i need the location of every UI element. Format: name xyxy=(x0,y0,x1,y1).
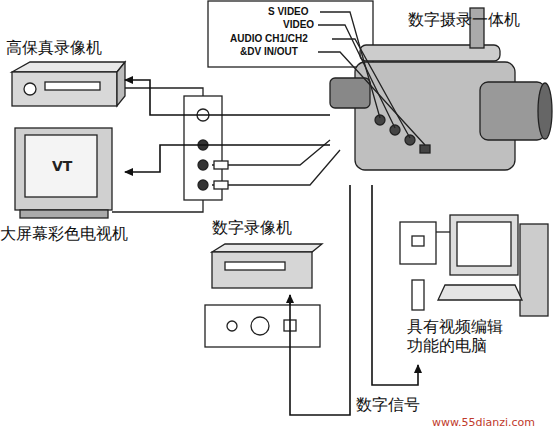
callout-frame xyxy=(208,1,373,67)
signal-cable xyxy=(125,80,330,115)
dvcr-body xyxy=(212,252,312,288)
tv-body xyxy=(15,128,112,210)
dvcr-top xyxy=(212,244,322,252)
dvcr-slot xyxy=(225,262,285,270)
node-label: VIDEO xyxy=(283,19,314,31)
leader-line xyxy=(332,39,410,138)
screen-text: VT xyxy=(52,158,72,174)
node-label: 高保真录像机 xyxy=(6,38,102,57)
dv-jack xyxy=(284,320,296,331)
node-label: S VIDEO xyxy=(268,6,309,18)
keyboard xyxy=(438,285,522,300)
hifi-vcr: 高保真录像机 xyxy=(0,38,125,110)
color-tv: 大屏幕彩色电视机 xyxy=(0,122,125,246)
pc-tower xyxy=(520,224,548,316)
viewfinder xyxy=(330,78,370,108)
digital-vcr: 数字录像机 xyxy=(200,218,330,295)
camcorder-lens xyxy=(480,82,545,140)
node-label: &DV IN/OUT xyxy=(240,46,298,58)
svideo-jack xyxy=(251,317,269,335)
svideo-jack xyxy=(197,109,209,121)
lens-front xyxy=(538,83,552,139)
tv-screen xyxy=(25,135,97,197)
camcorder-jack xyxy=(390,125,400,135)
node-label: 大屏幕彩色电视机 xyxy=(0,224,128,243)
vcr-top xyxy=(12,62,125,72)
vcr-slot xyxy=(45,82,100,90)
node-label: 数字录像机 xyxy=(212,218,292,237)
dv-jack xyxy=(420,145,430,153)
signal-cable xyxy=(125,145,330,172)
monitor-screen xyxy=(457,222,511,266)
jack xyxy=(227,321,237,331)
jack-panel xyxy=(400,222,436,264)
rca-jack xyxy=(198,140,208,150)
node-label: AUDIO CH1/CH2 xyxy=(230,33,308,45)
node-label: 具有视频编辑 功能的电脑 xyxy=(407,317,515,355)
rca-jack xyxy=(198,160,208,170)
dv-jack xyxy=(412,236,424,246)
leader-line xyxy=(289,295,290,305)
camcorder-jack xyxy=(405,135,415,145)
leader-line xyxy=(318,52,425,145)
callout-box: S VIDEOVIDEO AUDIO CH1/CH2&DV IN/OUT xyxy=(208,1,373,67)
cable-label: 数字信号 xyxy=(356,395,420,416)
vcr-knob xyxy=(24,83,36,95)
vcr-body xyxy=(12,72,117,106)
vcr-side xyxy=(117,62,125,106)
monitor xyxy=(450,215,518,275)
tv-stand xyxy=(20,210,108,218)
bracket-line xyxy=(112,200,203,212)
rca-jack xyxy=(198,180,208,190)
bracket-line xyxy=(125,88,203,96)
watermark: www.55dianzi.com xyxy=(432,416,535,429)
signal-cable xyxy=(290,185,350,415)
audio-cable xyxy=(212,140,330,165)
audio-cable xyxy=(212,150,340,185)
jack-panel xyxy=(205,305,320,347)
editing-pc: 具有视频编辑 功能的电脑 xyxy=(395,205,555,365)
plug xyxy=(214,161,228,169)
leader-line xyxy=(320,12,380,118)
node-label: 数字摄录一体机 xyxy=(408,10,520,29)
plug xyxy=(214,181,228,189)
plug xyxy=(412,280,424,310)
camcorder: 数字摄录一体机 xyxy=(330,5,555,185)
